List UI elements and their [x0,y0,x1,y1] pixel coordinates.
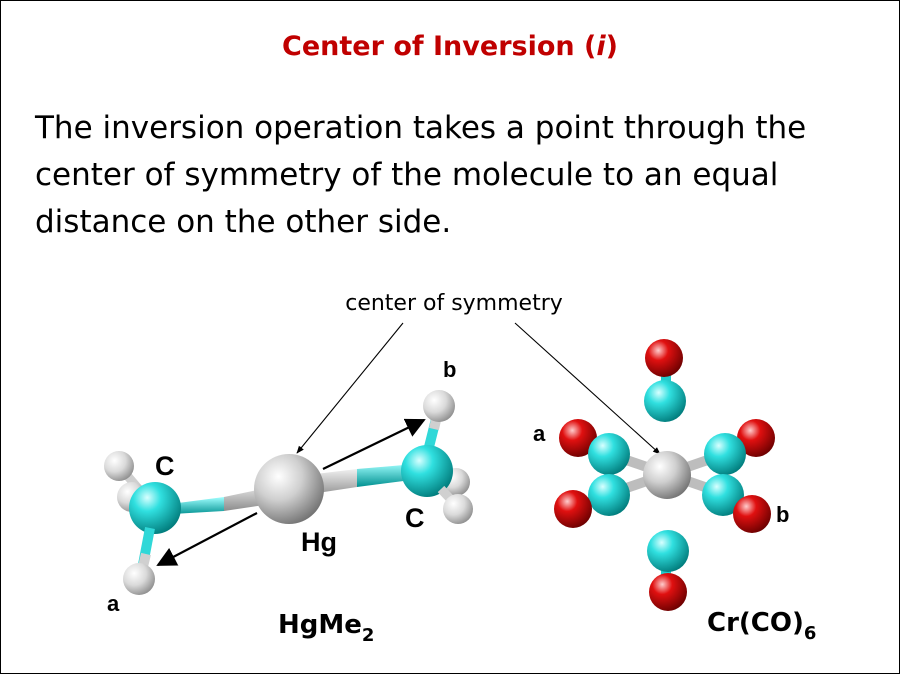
carbon-atom [704,433,746,475]
oxygen-a-label: a [533,421,546,446]
carbon-atom [588,433,630,475]
body-text: The inversion operation takes a point th… [35,110,807,240]
oxygen-atom-a [559,419,597,457]
hydrogen-b-label: b [443,357,456,382]
oxygen-atom [645,339,683,377]
crco6-formula: Cr(CO)6 [707,608,816,644]
carbon-atom [702,474,744,516]
oxygen-atom [737,419,775,457]
carbon-atom [644,380,686,422]
carbon-atom-left [129,482,181,534]
mercury-label: Hg [301,527,337,557]
hydrogen-atom-a [123,563,155,595]
hydrogen-atom [104,451,134,481]
carbon-atom-right [401,445,453,497]
carbon-atom [647,530,689,572]
oxygen-b-label: b [776,502,789,527]
hydrogen-a-label: a [107,591,120,616]
mercury-atom [254,454,324,524]
title-close: ) [605,31,618,62]
carbon-atom [588,474,630,516]
center-of-symmetry-label: center of symmetry [345,291,563,316]
oxygen-atom-b [733,495,771,533]
center-pointer-right [514,322,661,455]
chromium-atom [643,451,691,499]
slide-title: Center of Inversion (i) [1,31,899,62]
crco6-molecule: a b Cr(CO)6 [533,339,816,644]
oxygen-atom [649,573,687,611]
hgme2-molecule: C C Hg a b HgMe2 [104,357,473,646]
hydrogen-atom [443,494,473,524]
carbon-label-left: C [155,451,175,481]
title-symbol: i [596,31,606,62]
oxygen-atom [554,490,592,528]
hydrogen-atom-b [423,390,455,422]
hgme2-formula: HgMe2 [278,610,374,646]
title-text: Center of Inversion ( [282,31,597,62]
inversion-arrow-b [322,418,426,470]
inversion-arrow-a [156,512,258,566]
center-pointer-left [296,322,404,454]
carbon-label-right: C [405,503,425,533]
